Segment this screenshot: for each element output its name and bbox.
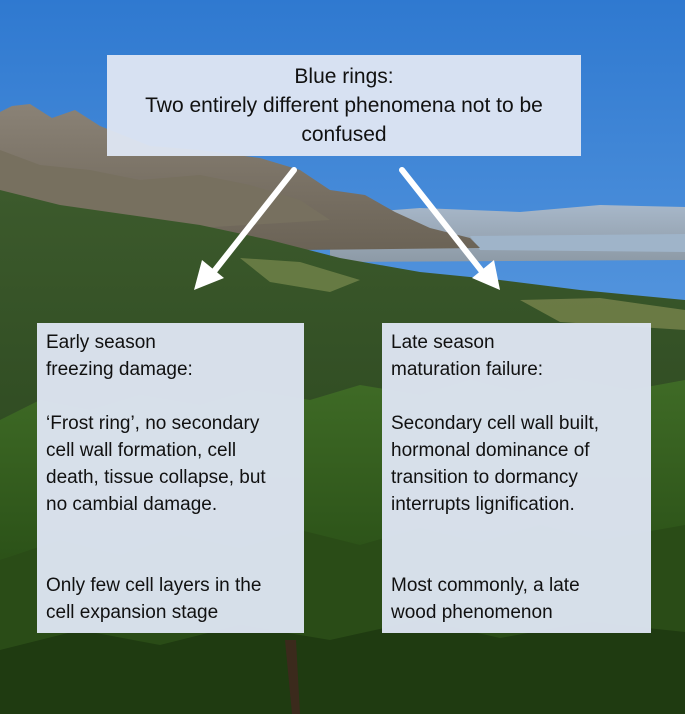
left-description-line-3: death, tissue collapse, but [46, 467, 266, 488]
right-note-line-2: wood phenomenon [391, 602, 553, 623]
right-description-line-4: interrupts lignification. [391, 494, 575, 515]
left-heading-line-1: Early season [46, 332, 156, 353]
right-description-line-2: hormonal dominance of [391, 440, 590, 461]
left-description-line-2: cell wall formation, cell [46, 440, 237, 461]
left-note-line-1: Only few cell layers in the [46, 575, 262, 596]
early-season-box: Early season freezing damage: ‘Frost rin… [37, 323, 304, 633]
title-line-3: confused [301, 123, 387, 146]
right-heading-line-1: Late season [391, 332, 495, 353]
title-line-1: Blue rings: [294, 65, 394, 88]
left-heading-line-2: freezing damage: [46, 359, 193, 380]
right-note-line-1: Most commonly, a late [391, 575, 580, 596]
left-note-line-2: cell expansion stage [46, 602, 219, 623]
right-heading-line-2: maturation failure: [391, 359, 544, 380]
left-description-line-1: ‘Frost ring’, no secondary [46, 413, 260, 434]
title-box: Blue rings: Two entirely different pheno… [107, 55, 581, 156]
left-description-line-4: no cambial damage. [46, 494, 218, 515]
right-description-line-1: Secondary cell wall built, [391, 413, 600, 434]
right-description-line-3: transition to dormancy [391, 467, 578, 488]
late-season-box: Late season maturation failure: Secondar… [382, 323, 651, 633]
title-line-2: Two entirely different phenomena not to … [145, 94, 543, 117]
